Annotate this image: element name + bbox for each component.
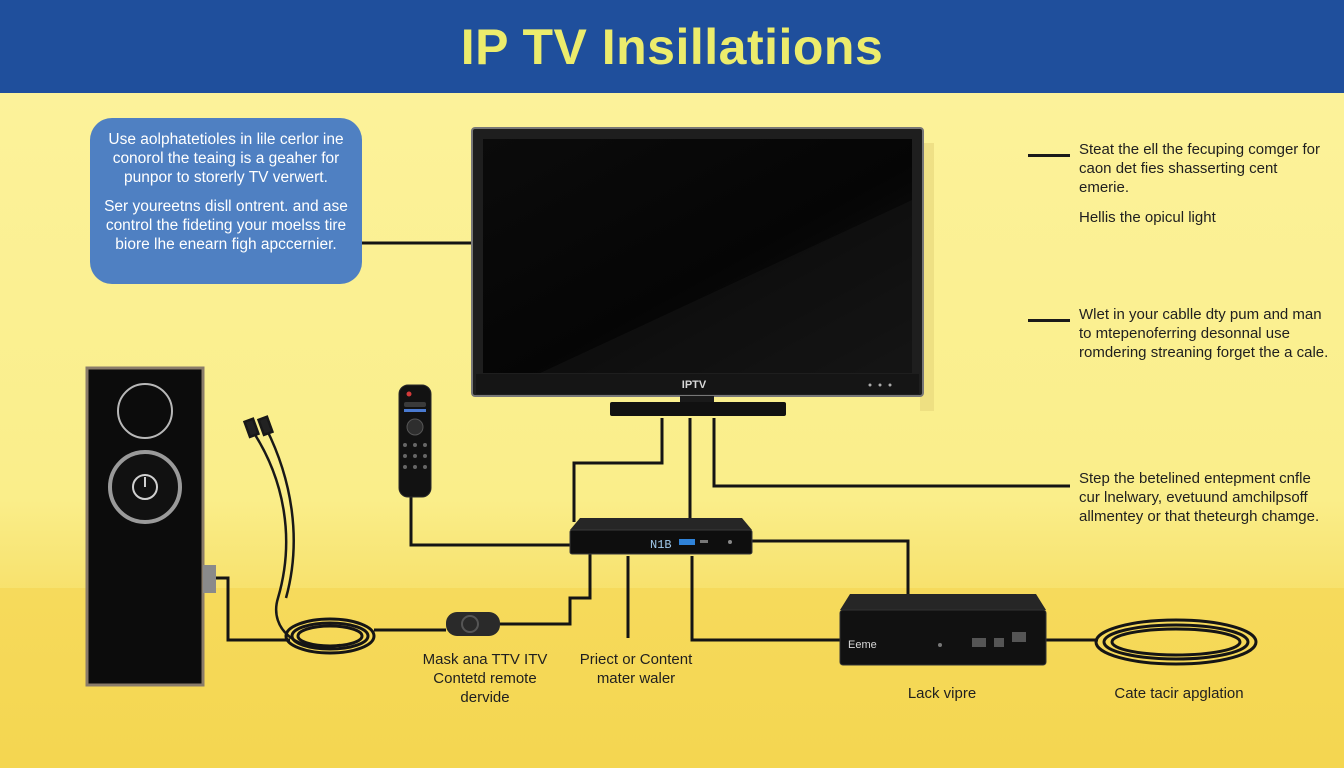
note-lower-right: Step the betelined entepment cnfle cur l… (1079, 470, 1320, 525)
caption-remote: Mask ana TTV ITV Contetd remote dervide (422, 651, 548, 706)
cable-tv-to-settop-left (572, 418, 664, 522)
plug-cable (242, 415, 341, 649)
media-box: Eeme (839, 594, 1047, 666)
note-top-right-2: Hellis the opicul light (1079, 209, 1216, 226)
floor (0, 588, 1344, 768)
bubble-paragraph-1: Use aolphatetioles in lile cerlor ine co… (108, 131, 344, 186)
cable-settop-down-left (500, 552, 592, 626)
note-marker-2 (1028, 319, 1070, 322)
caption-lack: Lack vipre (907, 685, 977, 702)
tv: IPTV (471, 127, 934, 416)
note-mid-right: Wlet in your cablle dty pum and man to m… (1079, 306, 1329, 361)
inline-connector (446, 612, 500, 636)
note-marker-1 (1028, 154, 1070, 157)
cable-coil-right (1094, 618, 1258, 666)
tv-stand-neck (680, 396, 714, 407)
cable-settop-to-box2-bottom (690, 556, 840, 642)
tv-brand-label: IPTV (682, 379, 707, 391)
info-bubble: Use aolphatetioles in lile cerlor ine co… (90, 118, 362, 284)
tv-stand-base (610, 402, 786, 416)
cable-remote-to-settop (409, 497, 570, 547)
cable-settop-to-box2 (752, 539, 910, 596)
cables (203, 241, 1098, 642)
cable-coil-left (284, 617, 446, 655)
media-box-label: Eeme (848, 639, 877, 651)
note-top-right-1: Steat the ell the fecuping comger for ca… (1079, 141, 1320, 196)
caption-cate: Cate tacir apglation (1114, 685, 1244, 702)
caption-content: Priect or Content mater waler (579, 651, 693, 687)
bubble-paragraph-2: Ser youreetns disll ontrent. and ase con… (104, 198, 348, 253)
header-bar: IP TV Insillatiions (0, 0, 1344, 93)
set-top-box: N1B (569, 518, 753, 555)
cable-tv-to-right-note (712, 418, 1070, 488)
remote-control (398, 384, 432, 498)
page-title: IP TV Insillatiions (460, 18, 884, 75)
settop-display: N1B (650, 538, 672, 552)
wall-controller (85, 366, 216, 687)
